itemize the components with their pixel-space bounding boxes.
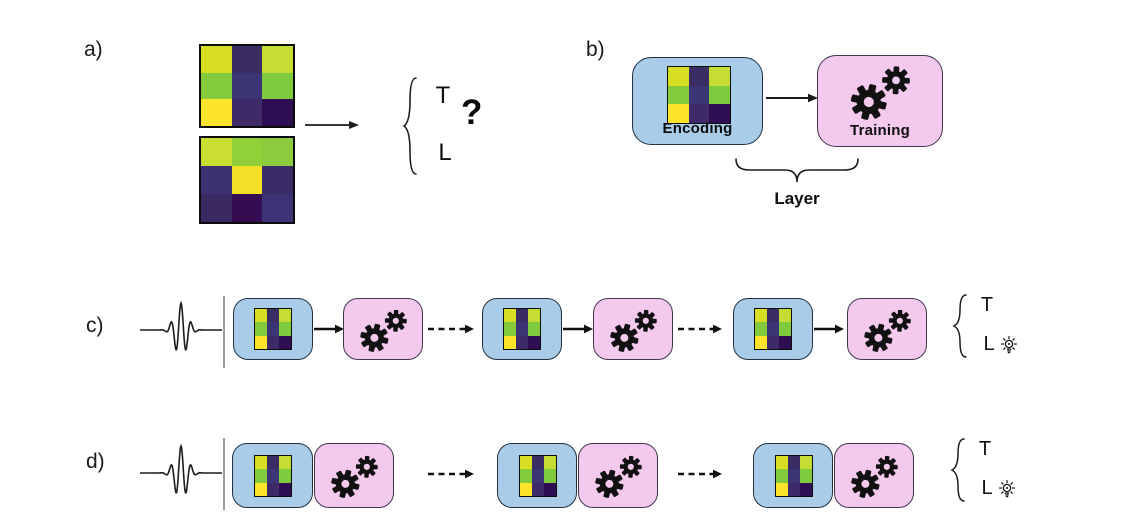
encoding-box — [232, 443, 313, 508]
arrow-icon — [314, 324, 344, 334]
panel-b-label: b) — [586, 38, 605, 61]
arrow-icon — [563, 324, 593, 334]
separator-line — [223, 438, 225, 510]
gears-icon — [591, 452, 647, 500]
encoding-box — [482, 298, 562, 360]
arrow-icon — [766, 93, 818, 103]
layer-brace-label: Layer — [774, 189, 820, 208]
separator-line — [223, 296, 225, 368]
encoding-box — [733, 298, 813, 360]
encoding-box — [497, 443, 577, 508]
underbrace-icon — [735, 158, 859, 183]
gears-icon — [860, 306, 916, 354]
heatmap-sample-top — [199, 44, 295, 128]
gears-icon — [606, 306, 662, 354]
class-t-label: T — [978, 438, 992, 460]
encoding-box — [753, 443, 833, 508]
dashed-arrow-icon — [678, 469, 722, 479]
training-box — [847, 298, 927, 360]
lightbulb-icon — [1000, 336, 1018, 354]
encoding-heatmap — [754, 308, 792, 350]
training-box — [593, 298, 673, 360]
encoding-box — [233, 298, 313, 360]
panel-c-label: c) — [86, 314, 104, 337]
training-box — [578, 443, 658, 508]
lightbulb-icon — [998, 480, 1016, 498]
encoding-heatmap — [503, 308, 541, 350]
gears-icon — [844, 62, 918, 122]
training-box: Training — [817, 55, 943, 147]
curly-brace-icon — [402, 77, 417, 175]
curly-brace-icon — [952, 294, 967, 358]
encoding-heatmap — [254, 308, 292, 350]
heatmap-sample-bottom — [199, 136, 295, 224]
encoding-heatmap — [254, 455, 292, 497]
training-box — [314, 443, 394, 508]
curly-brace-icon — [950, 438, 965, 502]
dashed-arrow-icon — [428, 324, 474, 334]
panel-a-label: a) — [84, 38, 103, 61]
panel-d-label: d) — [86, 450, 105, 473]
class-l-label: L — [981, 477, 993, 499]
dashed-arrow-icon — [678, 324, 722, 334]
training-box-label: Training — [850, 122, 910, 139]
encoding-box-label: Encoding — [662, 120, 733, 137]
class-l-label: L — [438, 139, 452, 166]
encoding-box: Encoding — [632, 57, 763, 145]
class-l-label: L — [983, 333, 995, 355]
dashed-arrow-icon — [428, 469, 474, 479]
encoding-heatmap — [775, 455, 813, 497]
question-mark: ? — [461, 93, 483, 132]
encoding-heatmap — [667, 66, 731, 124]
encoding-heatmap — [519, 455, 557, 497]
training-box — [834, 443, 914, 508]
gears-icon — [327, 452, 383, 500]
waveform-icon — [140, 443, 222, 494]
waveform-icon — [140, 300, 222, 351]
class-t-label: T — [980, 294, 994, 316]
class-t-label: T — [435, 82, 451, 109]
arrow-icon — [814, 324, 844, 334]
gears-icon — [847, 452, 903, 500]
training-box — [343, 298, 423, 360]
gears-icon — [356, 306, 412, 354]
arrow-icon — [305, 121, 359, 129]
